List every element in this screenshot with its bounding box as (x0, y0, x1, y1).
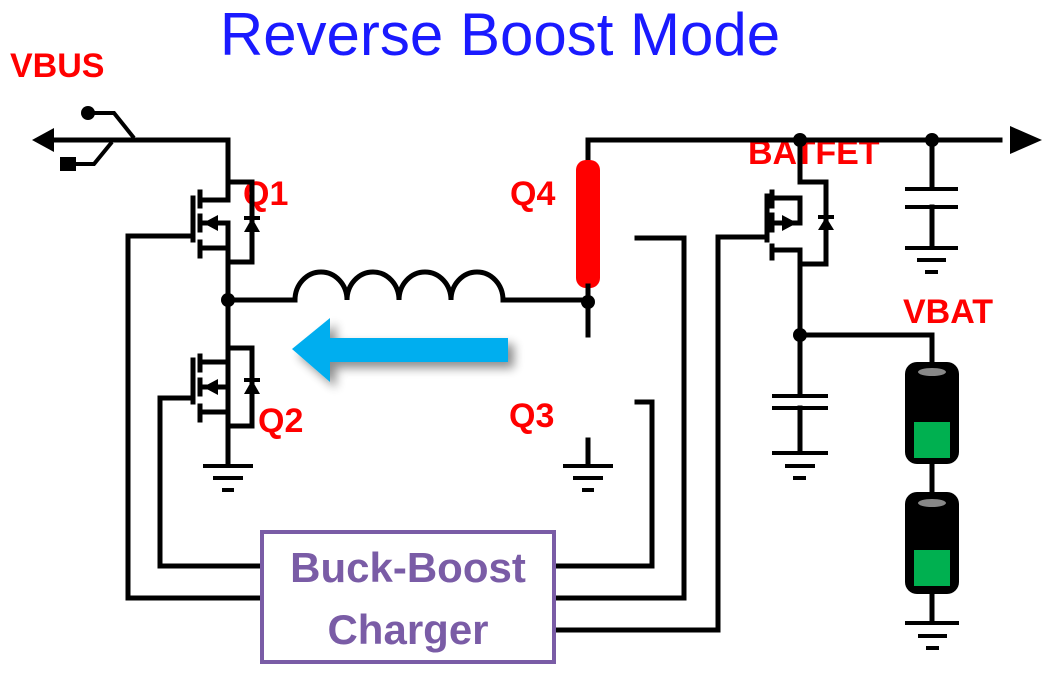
diagram-title: Reverse Boost Mode (220, 1, 780, 68)
q4-switch-active (576, 160, 600, 288)
ground-icon (203, 464, 253, 492)
label-vbus: VBUS (10, 47, 104, 85)
q2-body-diode-icon (244, 378, 260, 394)
controller-label-line1: Buck-Boost (290, 544, 526, 591)
output-arrow-icon (1010, 126, 1042, 154)
battery-cell-2-icon (905, 492, 959, 594)
inductor (225, 269, 591, 303)
ground-icon (563, 464, 613, 492)
label-q2: Q2 (258, 402, 303, 440)
label-q3: Q3 (509, 397, 554, 435)
label-vbat: VBAT (903, 293, 993, 331)
ground-icon (905, 621, 959, 650)
batfet-mosfet (764, 137, 834, 273)
usb-icon (32, 106, 231, 171)
buck-boost-charger-block: Buck-Boost Charger (260, 530, 556, 664)
sw2-node (581, 295, 595, 309)
batfet-gate-wire (552, 234, 770, 633)
q1-body-diode-icon (244, 216, 260, 232)
system-capacitor (905, 137, 958, 250)
vbat-wire (797, 332, 935, 368)
controller-label-line2: Charger (327, 606, 488, 653)
q4-gate-wire (552, 235, 687, 601)
battery-cell-1-icon (905, 362, 959, 464)
ground-icon (772, 451, 828, 480)
q3-gate-wire (552, 399, 655, 569)
q2-mosfet (190, 345, 260, 468)
ground-icon (905, 246, 958, 274)
q1-mosfet (190, 179, 260, 303)
q2-gate-wire (157, 395, 265, 569)
battery-capacitor (772, 394, 828, 455)
q1-gate-wire (125, 233, 265, 601)
current-flow-arrow-icon (292, 318, 508, 382)
batfet-body-diode-icon (818, 215, 834, 230)
label-q4: Q4 (510, 175, 555, 213)
